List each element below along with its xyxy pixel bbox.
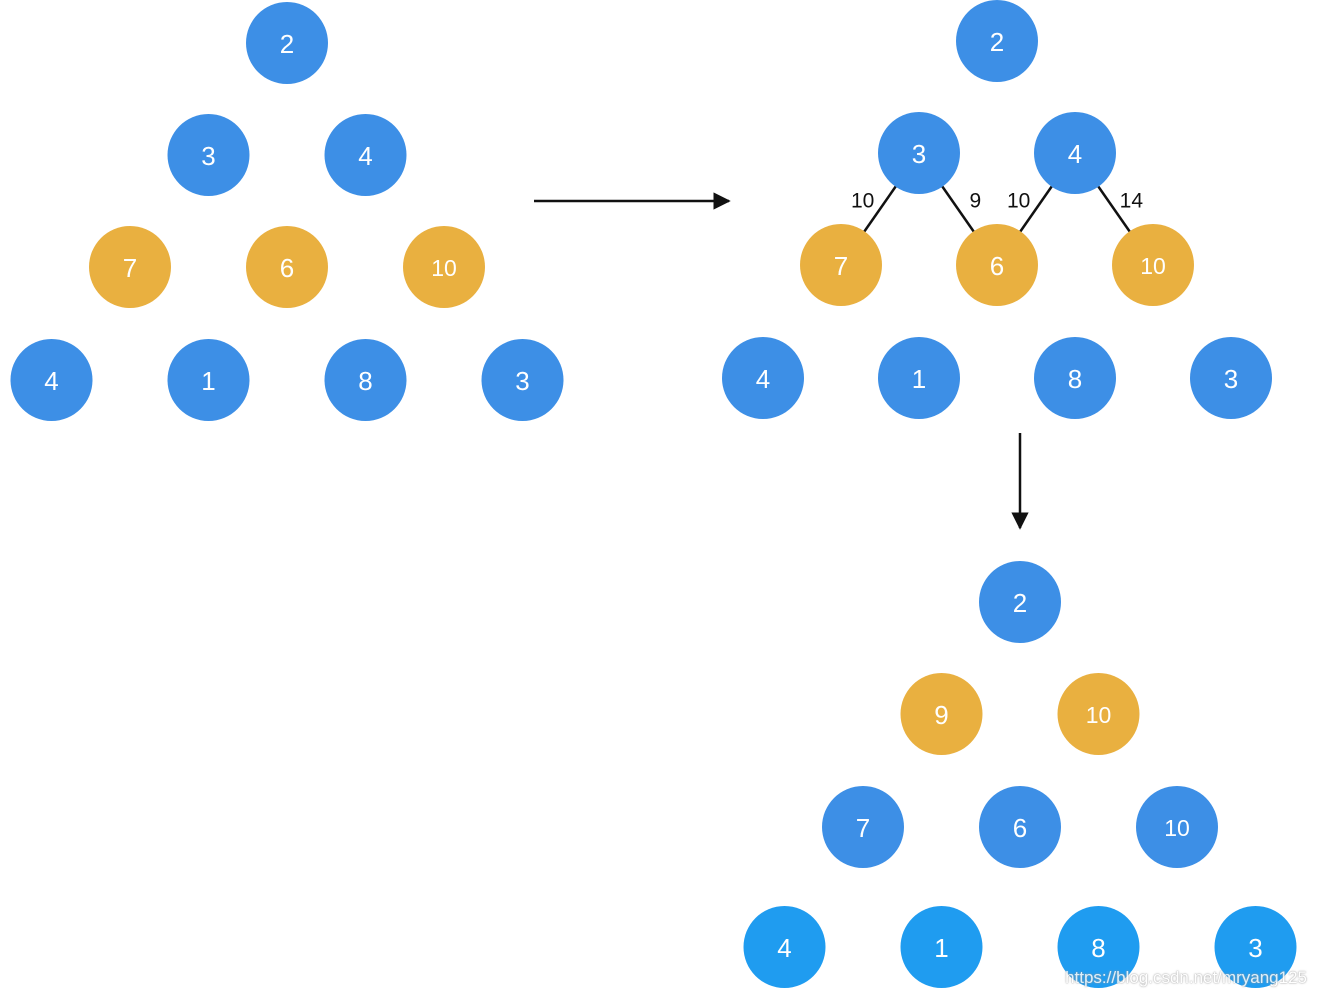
- tree-weighted: 2 3 4 7 6 10 4 1 8 3: [722, 0, 1272, 419]
- node-label: 6: [280, 253, 294, 283]
- edge-weight-label: 14: [1120, 190, 1144, 213]
- node-label: 10: [431, 255, 457, 281]
- node-label: 10: [1140, 253, 1166, 279]
- edge-line: [1096, 184, 1132, 234]
- node-label: 7: [834, 251, 848, 281]
- edge-line: [1018, 184, 1054, 234]
- node-label: 6: [990, 251, 1004, 281]
- node-label: 1: [934, 933, 948, 963]
- node-circle: [167, 114, 250, 196]
- tree-before: 2 3 4 7 6 10 4 1 8 3: [10, 2, 564, 421]
- node-circle: [822, 786, 904, 868]
- tree-after: 2 9 10 7 6 10 4 1 8 3: [743, 561, 1297, 988]
- node-label: 4: [44, 366, 58, 396]
- node-circle: [979, 561, 1061, 643]
- node-label: 2: [1013, 588, 1027, 618]
- weighted-edges: 10 9 10 14: [851, 184, 1144, 234]
- node-circle: [1190, 337, 1272, 419]
- node-label: 4: [777, 933, 791, 963]
- node-circle: [1034, 337, 1116, 419]
- node-label: 4: [1068, 139, 1082, 169]
- node-circle: [900, 673, 983, 755]
- node-label: 8: [358, 366, 372, 396]
- node-label: 1: [201, 366, 215, 396]
- node-label: 8: [1091, 933, 1105, 963]
- node-circle: [1034, 112, 1116, 194]
- node-circle: [900, 906, 983, 988]
- node-circle: [1057, 906, 1140, 988]
- node-circle: [10, 339, 93, 421]
- node-label: 3: [515, 366, 529, 396]
- node-circle: [167, 339, 250, 421]
- node-label: 4: [358, 141, 372, 171]
- edge-weight-label: 10: [851, 190, 874, 213]
- node-circle: [722, 337, 804, 419]
- node-circle: [403, 226, 485, 308]
- node-circle: [878, 112, 960, 194]
- node-circle: [956, 224, 1038, 306]
- arrows: [534, 192, 1029, 530]
- edge-weight-label: 10: [1007, 190, 1030, 213]
- node-label: 3: [912, 139, 926, 169]
- node-circle: [956, 0, 1038, 82]
- edge-line: [862, 184, 898, 234]
- node-label: 10: [1164, 815, 1190, 841]
- node-label: 7: [123, 253, 137, 283]
- node-circle: [1057, 673, 1140, 755]
- node-label: 2: [280, 29, 294, 59]
- node-circle: [979, 786, 1061, 868]
- node-circle: [1214, 906, 1297, 988]
- node-label: 3: [201, 141, 215, 171]
- node-circle: [324, 114, 407, 196]
- node-circle: [481, 339, 564, 421]
- watermark-text: https://blog.csdn.net/mryang125: [1065, 968, 1307, 987]
- node-label: 9: [934, 700, 948, 730]
- node-label: 1: [912, 364, 926, 394]
- edge-line: [940, 184, 976, 234]
- node-layer: 2 3 4 7 6 10 4 1 8 3 2 3 4 7 6 10 4 1 8 3 2 9 10 7 6 10 4 1 8 3: [10, 0, 1297, 988]
- node-circle: [743, 906, 826, 988]
- node-label: 4: [756, 364, 770, 394]
- node-circle: [1136, 786, 1218, 868]
- node-circle: [324, 339, 407, 421]
- node-label: 10: [1086, 702, 1112, 728]
- node-circle: [246, 2, 328, 84]
- node-circle: [246, 226, 328, 308]
- node-label: 8: [1068, 364, 1082, 394]
- node-label: 3: [1224, 364, 1238, 394]
- node-label: 7: [856, 813, 870, 843]
- edge-weight-label: 9: [969, 190, 981, 213]
- node-circle: [800, 224, 882, 306]
- node-circle: [878, 337, 960, 419]
- node-label: 3: [1248, 933, 1262, 963]
- node-label: 2: [990, 27, 1004, 57]
- node-circle: [1112, 224, 1194, 306]
- node-label: 6: [1013, 813, 1027, 843]
- node-circle: [89, 226, 171, 308]
